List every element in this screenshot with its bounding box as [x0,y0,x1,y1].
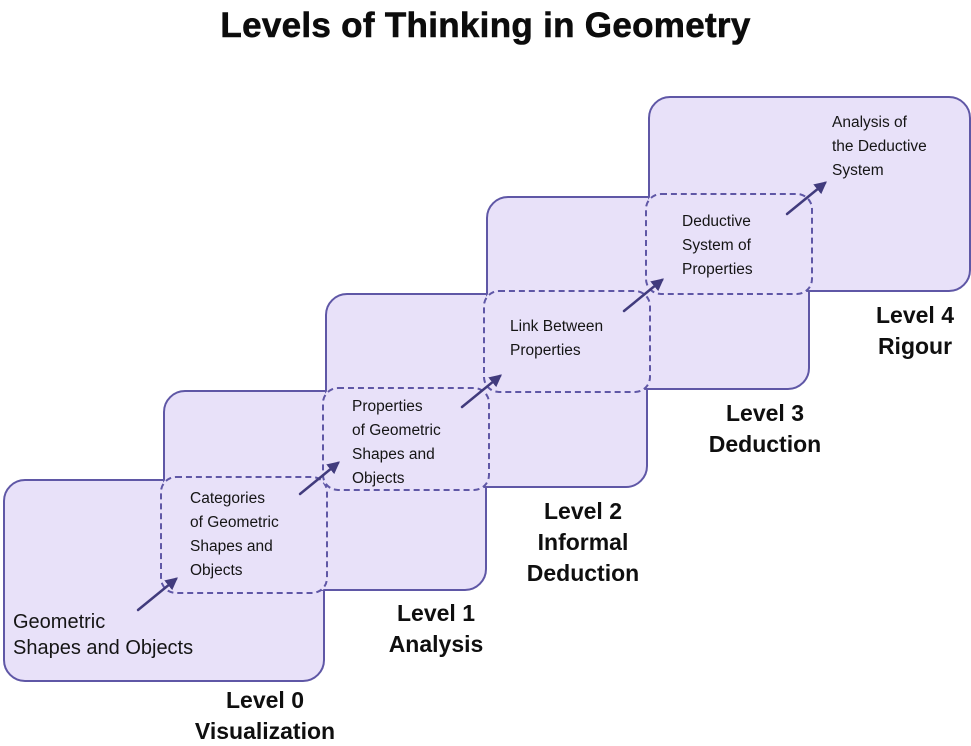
level-name: Level 3 [726,400,804,426]
concept-properties: Properties of Geometric Shapes and Objec… [352,398,441,487]
concept-analysis-deductive-system: Analysis of the Deductive System [832,114,927,179]
level-name: Level 4 [876,302,954,328]
overlap-region-0-1 [160,476,328,594]
level-name: Level 1 [397,600,475,626]
page-title: Levels of Thinking in Geometry [220,6,751,46]
level-sublabel: Deduction [708,431,822,457]
concept-categories: Categories of Geometric Shapes and Objec… [190,490,279,579]
level-label-0: Level 0 Visualization [159,685,371,746]
level-label-4: Level 4 Rigour [860,300,970,362]
concept-link-between-properties: Link Between Properties [510,318,604,359]
level-label-1: Level 1 Analysis [330,598,542,660]
concept-geometric-shapes: Geometric Shapes and Objects [13,611,194,659]
level-sublabel: Informal Deduction [526,529,640,586]
level-label-3: Level 3 Deduction [659,398,871,460]
level-sublabel: Visualization [194,718,336,744]
concept-deductive-system: Deductive System of Properties [682,213,753,278]
level-sublabel: Analysis [388,631,484,657]
overlap-region-3-4 [645,193,813,295]
level-sublabel: Rigour [877,333,953,359]
level-label-2: Level 2 Informal Deduction [477,496,689,589]
level-name: Level 0 [226,687,304,713]
level-name: Level 2 [544,498,622,524]
